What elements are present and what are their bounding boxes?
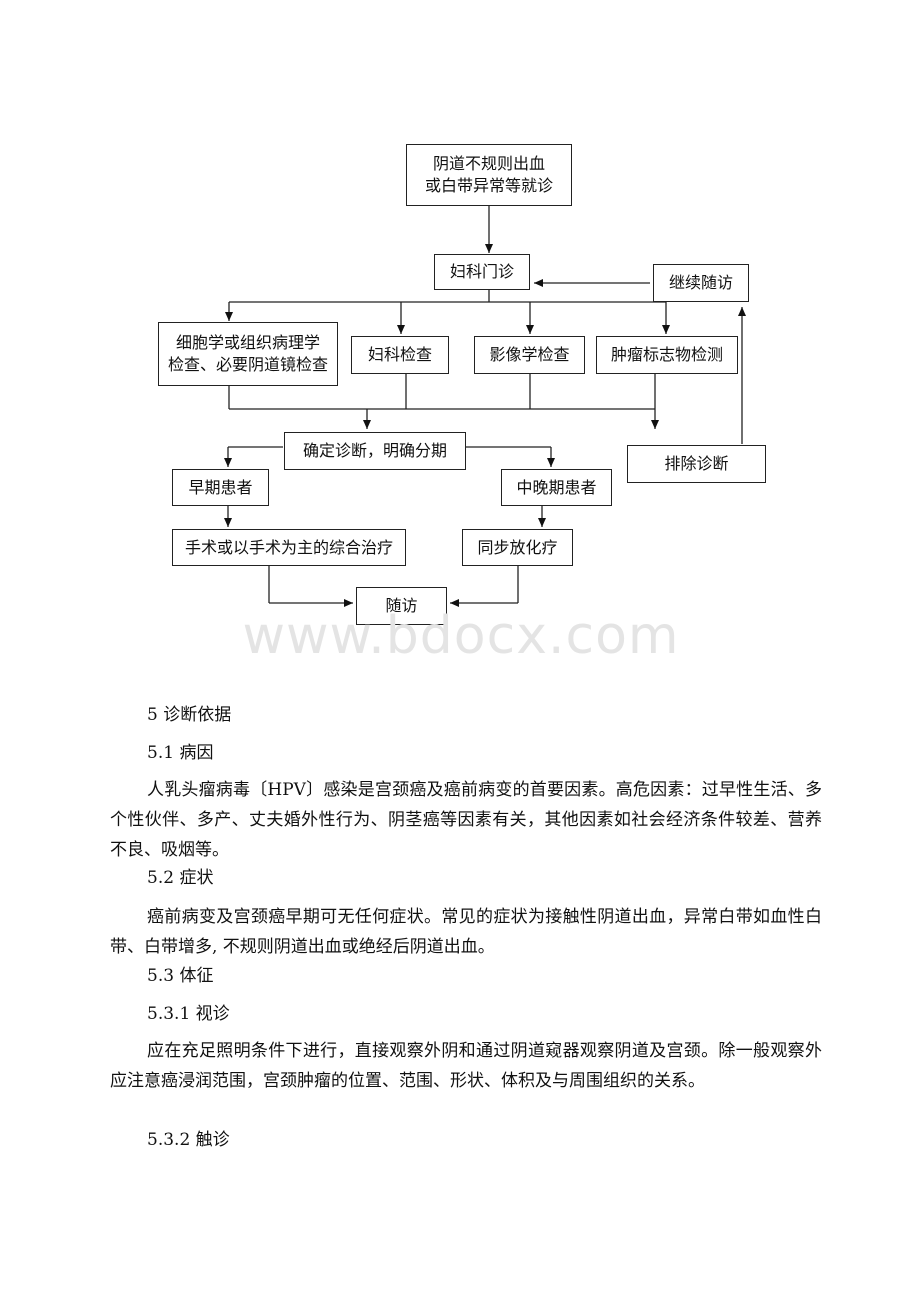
follow-up-label: 随访 xyxy=(385,596,418,615)
clinic-label: 妇科门诊 xyxy=(449,262,514,281)
section-5-1-heading: 5.1 病因 xyxy=(147,743,214,763)
follow-up-box: 随访 xyxy=(356,587,447,625)
diagnosis-box: 确定诊断，明确分期 xyxy=(284,432,466,470)
section-5-1-text: 人乳头瘤病毒〔HPV〕感染是宫颈癌及癌前病变的首要因素。高危因素：过早性生活、多… xyxy=(110,780,822,860)
early-treatment-label: 手术或以手术为主的综合治疗 xyxy=(184,537,393,557)
imaging-exam-label: 影像学检查 xyxy=(489,345,570,364)
exclude-diagnosis-label: 排除诊断 xyxy=(664,454,729,473)
early-patient-label: 早期患者 xyxy=(188,477,253,497)
continue-follow-up-box: 继续随访 xyxy=(653,264,749,302)
start-line-1: 阴道不规则出血 xyxy=(432,154,545,173)
section-5-2-text: 癌前病变及宫颈癌早期可无任何症状。常见的症状为接触性阴道出血，异常白带如血性白带… xyxy=(110,907,822,957)
tumor-marker-label: 肿瘤标志物检测 xyxy=(610,345,723,364)
section-5-2-heading: 5.2 症状 xyxy=(147,868,214,888)
late-treatment-box: 同步放化疗 xyxy=(462,529,573,566)
cytology-exam-box: 细胞学或组织病理学 检查、必要阴道镜检查 xyxy=(158,322,338,386)
early-treatment-box: 手术或以手术为主的综合治疗 xyxy=(172,529,406,566)
exclude-diagnosis-box: 排除诊断 xyxy=(627,445,766,483)
late-treatment-label: 同步放化疗 xyxy=(477,537,558,557)
watermark: www.bdocx.com xyxy=(242,606,680,666)
diagnosis-flowchart: 阴道不规则出血 或白带异常等就诊 妇科门诊 继续随访 细胞学或组织病理学 检查、… xyxy=(158,144,766,666)
section-5-3-heading: 5.3 体征 xyxy=(147,966,214,986)
cytology-exam-line-1: 细胞学或组织病理学 xyxy=(175,333,320,352)
start-line-2: 或白带异常等就诊 xyxy=(424,176,553,195)
section-5-3-1-text: 应在充足照明条件下进行，直接观察外阴和通过阴道窥器观察阴道及宫颈。除一般观察外应… xyxy=(110,1041,822,1091)
flowchart-connectors xyxy=(224,206,746,607)
start-box: 阴道不规则出血 或白带异常等就诊 xyxy=(406,144,572,206)
imaging-exam-box: 影像学检查 xyxy=(474,336,585,374)
section-5-3-1-heading: 5.3.1 视诊 xyxy=(147,1004,230,1024)
cytology-exam-line-2: 检查、必要阴道镜检查 xyxy=(167,355,328,374)
late-patient-box: 中晚期患者 xyxy=(501,469,612,506)
diagnosis-label: 确定诊断，明确分期 xyxy=(302,441,447,460)
section-5-heading: 5 诊断依据 xyxy=(147,705,232,725)
tumor-marker-box: 肿瘤标志物检测 xyxy=(596,336,738,374)
late-patient-label: 中晚期患者 xyxy=(516,477,597,497)
gyn-exam-label: 妇科检查 xyxy=(367,345,432,364)
gyn-exam-box: 妇科检查 xyxy=(351,336,449,374)
early-patient-box: 早期患者 xyxy=(172,469,269,506)
clinic-box: 妇科门诊 xyxy=(434,254,530,290)
continue-follow-up-label: 继续随访 xyxy=(668,273,733,292)
section-5-3-2-heading: 5.3.2 触诊 xyxy=(147,1130,230,1150)
